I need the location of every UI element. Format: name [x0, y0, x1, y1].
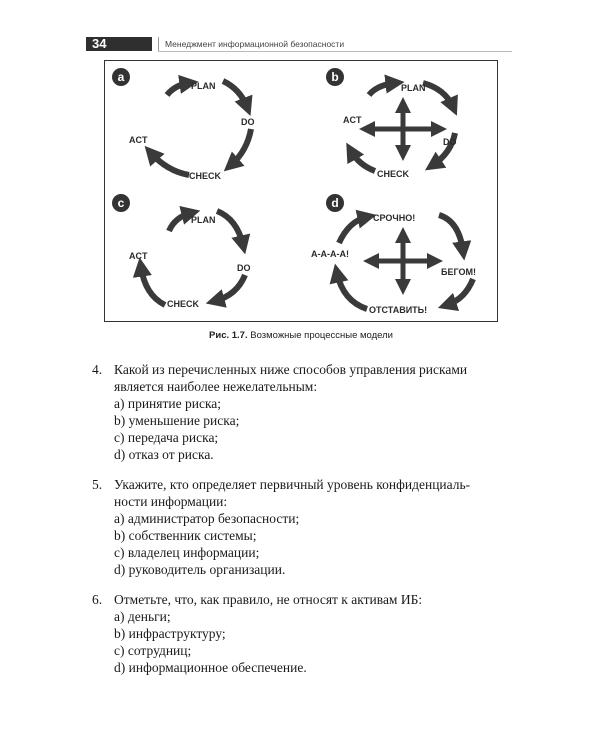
figure-caption: Рис. 1.7. Возможные процессные модели	[104, 330, 498, 341]
answer-option: b) собственник системы;	[114, 528, 257, 543]
panel-d-badge-label: d	[331, 196, 338, 210]
question-text-line: Укажите, кто определяет первичный уровен…	[114, 477, 471, 492]
panel-a-label-check: CHECK	[189, 171, 222, 181]
answer-option: a) принятие риска;	[114, 396, 222, 411]
panel-a-badge	[112, 68, 130, 86]
panel-d-label-urgent: СРОЧНО!	[373, 213, 415, 223]
panel-c-label-plan: PLAN	[191, 215, 216, 225]
running-header: 34 Менеджмент информационной безопасност…	[86, 37, 512, 52]
panel-c-badge	[112, 194, 130, 212]
question-text-line: является наиболее нежелательным:	[114, 379, 318, 394]
figure-caption-prefix: Рис. 1.7.	[209, 330, 248, 341]
panel-b-label-act: ACT	[343, 115, 362, 125]
panel-b: b PLAN DO CHECK ACT	[326, 68, 458, 179]
panel-b-label-do: DO	[443, 137, 457, 147]
header-rule	[158, 51, 512, 52]
figure-caption-text: Возможные процессные модели	[250, 330, 393, 341]
question-4: 4. Какой из перечисленных ниже способов …	[92, 361, 512, 463]
question-text-line: Отметьте, что, как правило, не относят к…	[114, 592, 423, 607]
panel-c-badge-label: c	[118, 196, 125, 210]
answer-option: b) инфраструктуру;	[114, 626, 226, 641]
panel-c-label-act: ACT	[129, 251, 148, 261]
answer-option: a) администратор безопасности;	[114, 511, 300, 526]
answer-option: c) сотрудниц;	[114, 643, 192, 658]
panel-d-badge	[326, 194, 344, 212]
question-6: 6. Отметьте, что, как правило, не относя…	[92, 591, 512, 676]
question-5: 5. Укажите, кто определяет первичный уро…	[92, 476, 512, 578]
panel-d: d СРОЧНО! БЕГОМ! ОТСТАВИТЬ! А-А-А-А!	[311, 194, 476, 315]
figure-diagram: a PLAN DO CHECK ACT b PLAN DO CHECK ACT	[112, 68, 476, 315]
question-number: 5.	[92, 477, 103, 492]
figure-process-models: a PLAN DO CHECK ACT b PLAN DO CHECK ACT	[104, 60, 498, 322]
answer-option: a) деньги;	[114, 609, 171, 624]
answer-option: d) отказ от риска.	[114, 447, 214, 462]
panel-a: a PLAN DO CHECK ACT	[112, 68, 255, 181]
panel-b-badge-label: b	[331, 70, 338, 84]
panel-d-label-scream: А-А-А-А!	[311, 249, 349, 259]
question-number: 6.	[92, 592, 103, 607]
panel-b-label-plan: PLAN	[401, 83, 426, 93]
panel-d-label-run: БЕГОМ!	[441, 267, 476, 277]
running-title: Менеджмент информационной безопасности	[158, 37, 344, 51]
panel-c-label-do: DO	[237, 263, 251, 273]
question-number: 4.	[92, 362, 103, 377]
answer-option: d) информационное обеспечение.	[114, 660, 307, 675]
answer-option: c) передача риска;	[114, 430, 219, 445]
panel-c: c PLAN DO CHECK ACT	[112, 194, 251, 309]
panel-b-label-check: CHECK	[377, 169, 410, 179]
answer-option: b) уменьшение риска;	[114, 413, 240, 428]
page-number: 34	[86, 37, 152, 51]
panel-c-label-check: CHECK	[167, 299, 200, 309]
panel-d-label-cancel: ОТСТАВИТЬ!	[369, 305, 427, 315]
panel-b-badge	[326, 68, 344, 86]
panel-a-label-do: DO	[241, 117, 255, 127]
answer-option: d) руководитель организации.	[114, 562, 286, 577]
question-text-line: Какой из перечисленных ниже способов упр…	[114, 362, 468, 377]
answer-option: c) владелец информации;	[114, 545, 260, 560]
panel-a-label-plan: PLAN	[191, 81, 216, 91]
question-text-line: ности информации:	[114, 494, 228, 509]
panel-a-label-act: ACT	[129, 135, 148, 145]
panel-a-badge-label: a	[118, 70, 125, 84]
